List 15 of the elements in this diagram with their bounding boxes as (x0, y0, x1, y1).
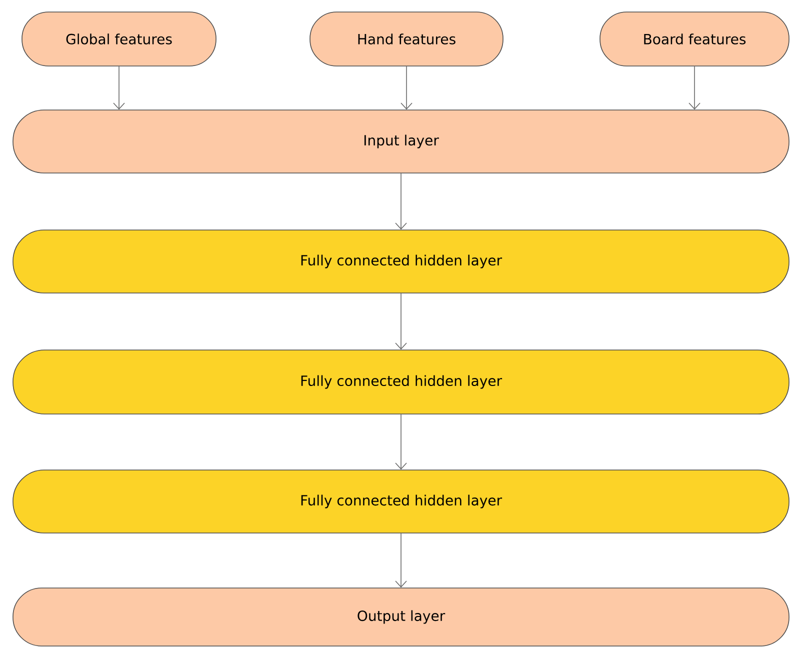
feature-box: Board features (600, 12, 790, 66)
layer-box: Fully connected hidden layer (12, 230, 790, 294)
arrow (688, 66, 700, 110)
arrow (395, 533, 407, 588)
arrow (395, 172, 407, 230)
arrow (395, 293, 407, 350)
arrow (113, 66, 125, 110)
layer-box: Fully connected hidden layer (12, 350, 790, 414)
layer-box: Fully connected hidden layer (12, 470, 790, 534)
arrow (400, 66, 412, 110)
layer-box: Output layer (12, 588, 790, 646)
layer-box: Input layer (12, 110, 790, 174)
arrow (395, 414, 407, 470)
feature-box: Hand features (310, 12, 504, 66)
feature-box: Global features (22, 12, 216, 66)
